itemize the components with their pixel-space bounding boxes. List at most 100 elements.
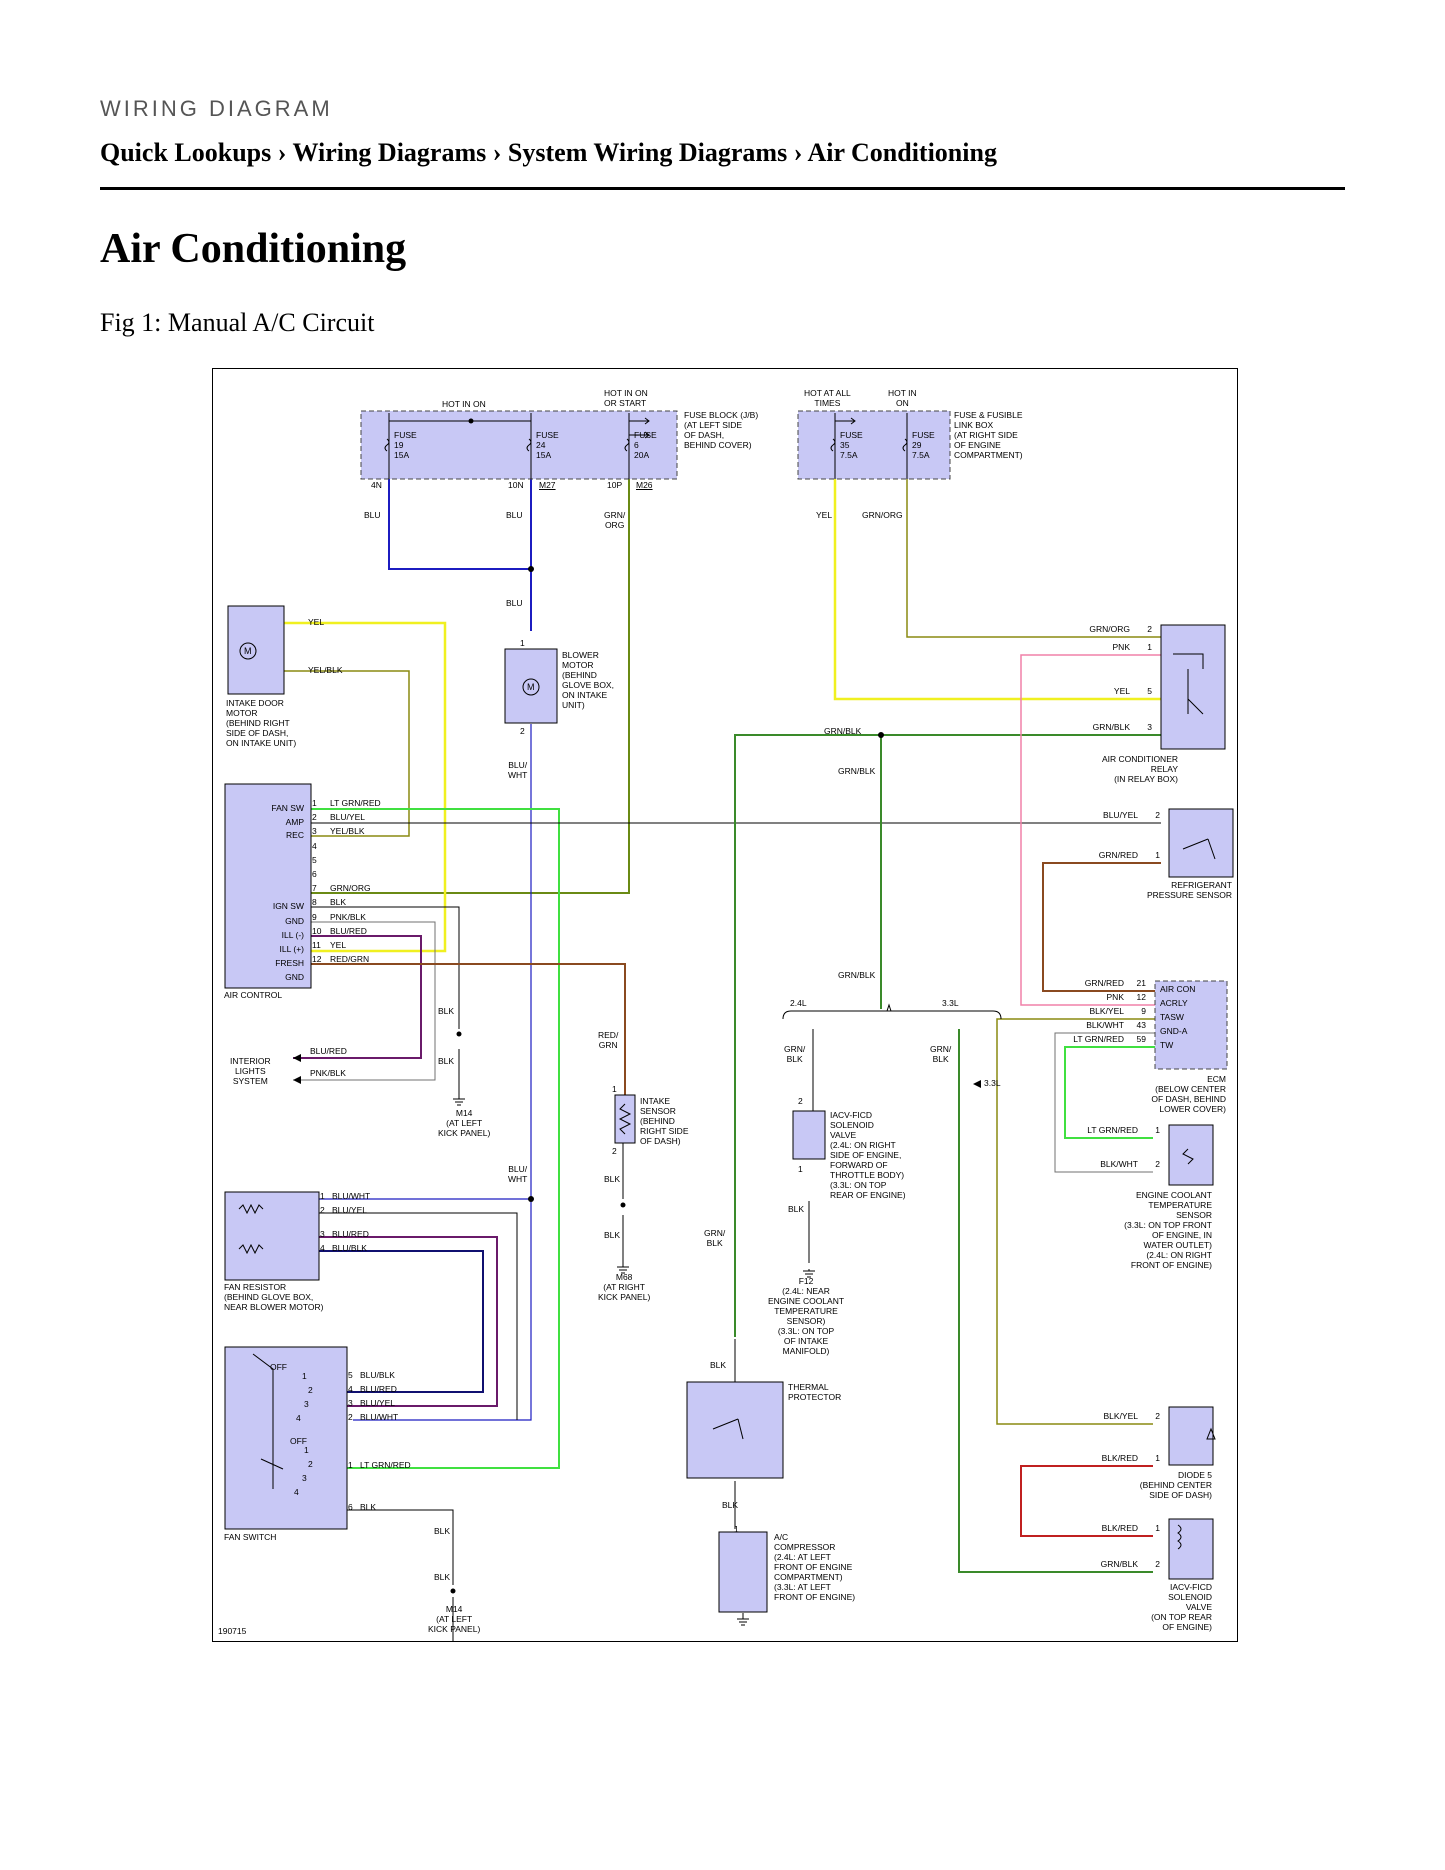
wire-grn-red-sensor xyxy=(1042,862,1161,992)
breadcrumb-separator: › xyxy=(277,138,287,167)
wire-label: BLU xyxy=(364,510,381,520)
air-control-label: AIR CONTROL xyxy=(224,990,283,1000)
wire-label: RED/GRN xyxy=(330,954,370,965)
pin-label: 1 xyxy=(348,1460,353,1470)
coolant-sensor-box xyxy=(1168,1124,1214,1186)
wire-blk-red-diode xyxy=(1020,1465,1153,1537)
switch-position: 2 xyxy=(308,1459,313,1469)
pin-label: 9 xyxy=(312,911,317,922)
pin-label: 10 xyxy=(312,925,322,936)
pin-label: 2 xyxy=(1147,624,1152,634)
wire-yel-fuse35 xyxy=(833,479,1199,701)
page-kicker: WIRING DIAGRAM xyxy=(100,96,333,121)
pin-label: 2 xyxy=(612,1146,617,1156)
wire-label: PNK/BLK xyxy=(330,911,366,922)
splice-dot xyxy=(450,1588,456,1594)
wire-label: GRN/BLK xyxy=(930,1044,952,1064)
wire-label: BLU/YEL xyxy=(1103,810,1138,820)
wire-grn-blk-relay xyxy=(734,734,1199,1337)
wire-label: GRN/ORG xyxy=(330,883,371,894)
wire-label: YEL/BLK xyxy=(330,826,365,837)
motor-symbols: M M xyxy=(239,642,540,696)
pin-label: 4 xyxy=(312,840,317,851)
pin-label: 2 xyxy=(348,1412,353,1422)
fan-resistor-label: FAN RESISTOR(BEHIND GLOVE BOX,NEAR BLOWE… xyxy=(224,1282,324,1312)
pin-label: 1 xyxy=(1147,642,1152,652)
thermal-protector-box xyxy=(686,1381,784,1479)
wire-label: RED/GRN xyxy=(598,1030,619,1050)
pin-label: 4 xyxy=(320,1243,325,1253)
wire-label: LT GRN/RED xyxy=(1087,1125,1138,1135)
wire-lt-grn-red-fan xyxy=(311,808,560,1469)
wire-label: BLU/BLK xyxy=(332,1243,367,1253)
wire-label: BLU xyxy=(506,510,523,520)
wire-label: BLK xyxy=(330,897,347,908)
pin-label: 2 xyxy=(320,1205,325,1215)
fuse-symbols xyxy=(384,413,908,479)
wire-label: BLK/YEL xyxy=(1089,1006,1125,1016)
wire-label: BLK xyxy=(438,1056,455,1066)
side-label: GND xyxy=(285,916,304,926)
wire-label: YEL xyxy=(308,617,325,627)
pin-label: 1 xyxy=(734,1524,739,1534)
wire-label: YEL/BLK xyxy=(308,665,343,675)
wire-label: BLU/RED xyxy=(360,1384,397,1394)
wire-label: BLK/RED xyxy=(1101,1453,1138,1463)
off-label: OFF xyxy=(270,1362,287,1372)
splice-dot xyxy=(620,1202,626,1208)
pin-label: 43 xyxy=(1136,1020,1146,1030)
side-label: GND xyxy=(285,972,304,982)
wire-label: BLU/RED xyxy=(330,925,367,936)
switch-position: 4 xyxy=(294,1487,299,1497)
wire-label: BLU/YEL xyxy=(360,1398,395,1408)
pin-label: 1 xyxy=(1155,1523,1160,1533)
wire-label: BLU/RED xyxy=(332,1229,369,1239)
pin-label: 12 xyxy=(312,954,322,965)
splice-dot xyxy=(468,418,474,424)
wire-label: BLK/YEL xyxy=(1103,1411,1139,1421)
breadcrumb-item-wiring-diagrams[interactable]: Wiring Diagrams xyxy=(292,138,487,167)
ecm-pin-name: TW xyxy=(1160,1040,1174,1050)
pin-label: 3 xyxy=(1147,722,1152,732)
ecm-pin-name: GND-A xyxy=(1160,1026,1188,1036)
wire-blu-wht-blower xyxy=(353,724,532,1421)
side-label: REC xyxy=(286,830,304,840)
pin-label: 2 xyxy=(1155,1559,1160,1569)
diagram-id: 190715 xyxy=(218,1626,247,1636)
pin-label: 6 xyxy=(348,1502,353,1512)
ecm-pin-name: AIR CON xyxy=(1160,984,1196,994)
page-title: Air Conditioning xyxy=(100,226,407,272)
side-label: FAN SW xyxy=(271,803,304,813)
wire-blu-blk-res xyxy=(317,1250,484,1393)
wire-label: YEL xyxy=(816,510,833,520)
breadcrumb-item-air-conditioning: Air Conditioning xyxy=(807,138,997,167)
side-label: ILL (-) xyxy=(281,930,304,940)
breadcrumb-item-system-wiring-diagrams[interactable]: System Wiring Diagrams xyxy=(507,138,788,167)
wire-label: BLU/YEL xyxy=(330,812,365,823)
breadcrumb-item-quick-lookups[interactable]: Quick Lookups xyxy=(100,138,272,167)
switch-position: 3 xyxy=(302,1473,307,1483)
wire-label: BLK/WHT xyxy=(1100,1159,1138,1169)
wire-label: GRN/BLK xyxy=(838,766,876,776)
wire-grn-blk-iacv xyxy=(958,1029,1153,1573)
wire-blu-red-ill xyxy=(293,935,422,1059)
pin-label: 8 xyxy=(312,897,317,908)
pin-label: 1 xyxy=(612,1084,617,1094)
pin-label: 1 xyxy=(312,798,317,808)
hot-in-on-label: HOT IN ON xyxy=(442,399,486,409)
pin-label: 2 xyxy=(520,726,525,736)
